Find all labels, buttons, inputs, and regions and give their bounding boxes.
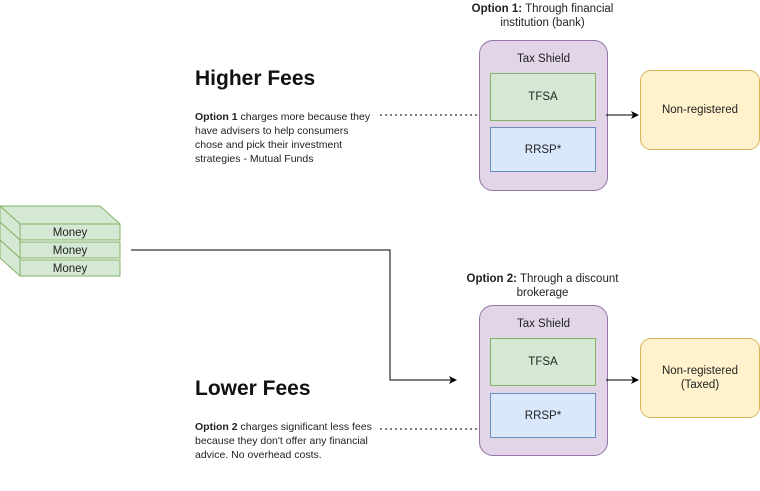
money-slab-bottom: Money xyxy=(0,239,121,278)
higher-fees-description: Option 1 charges more because they have … xyxy=(195,110,375,166)
money-to-option2-connector xyxy=(131,249,457,384)
option2-tax-shield[interactable]: Tax Shield TFSA RRSP* xyxy=(479,305,608,456)
option1-nonreg-label: Non-registered xyxy=(661,104,739,116)
option1-title-line2: institution (bank) xyxy=(500,17,585,29)
option2-shield-label: Tax Shield xyxy=(516,318,571,330)
option1-shield-label: Tax Shield xyxy=(516,53,571,65)
option1-tfsa-label: TFSA xyxy=(528,91,558,103)
option2-rrsp-box[interactable]: RRSP* xyxy=(490,393,596,438)
option1-rrsp-box[interactable]: RRSP* xyxy=(490,127,596,172)
option1-title: Option 1: Through financial institution … xyxy=(455,2,630,30)
option2-title: Option 2: Through a discount brokerage xyxy=(455,272,630,300)
option2-tfsa-label: TFSA xyxy=(528,356,558,368)
lower-fees-heading: Lower Fees xyxy=(195,377,311,400)
lower-fees-description: Option 2 charges significant less fees b… xyxy=(195,420,377,462)
money-label-1: Money xyxy=(53,227,88,239)
money-stack[interactable]: Money Money Money xyxy=(0,205,122,278)
option2-title-line2: brokerage xyxy=(516,287,569,299)
option2-tfsa-box[interactable]: TFSA xyxy=(490,338,596,386)
option1-non-registered[interactable]: Non-registered xyxy=(640,70,760,150)
option2-nonreg-line2: (Taxed) xyxy=(680,379,720,391)
money-slab-top: Money xyxy=(0,205,122,242)
option1-rrsp-label: RRSP* xyxy=(524,143,562,156)
option2-nonreg-line1: Non-registered xyxy=(661,365,739,377)
lower-desc-bold: Option 2 xyxy=(195,421,238,433)
money-label-2: Money xyxy=(53,245,88,257)
higher-fees-heading: Higher Fees xyxy=(195,67,316,90)
option1-title-bold: Option 1: xyxy=(471,3,523,15)
option1-tax-shield[interactable]: Tax Shield TFSA RRSP* xyxy=(479,40,608,191)
option1-tfsa-box[interactable]: TFSA xyxy=(490,73,596,121)
option2-rrsp-label: RRSP* xyxy=(524,409,562,422)
option2-title-bold: Option 2: xyxy=(466,273,517,285)
higher-desc-rest: charges more because they have advisers … xyxy=(195,111,371,165)
option2-non-registered[interactable]: Non-registered (Taxed) xyxy=(640,338,760,418)
lower-desc-rest: charges significant less fees because th… xyxy=(195,421,372,461)
money-label-3: Money xyxy=(53,263,88,275)
option2-title-line1: Through a discount xyxy=(517,273,619,285)
higher-desc-bold: Option 1 xyxy=(195,111,238,123)
option1-title-line1: Through financial xyxy=(522,3,614,15)
